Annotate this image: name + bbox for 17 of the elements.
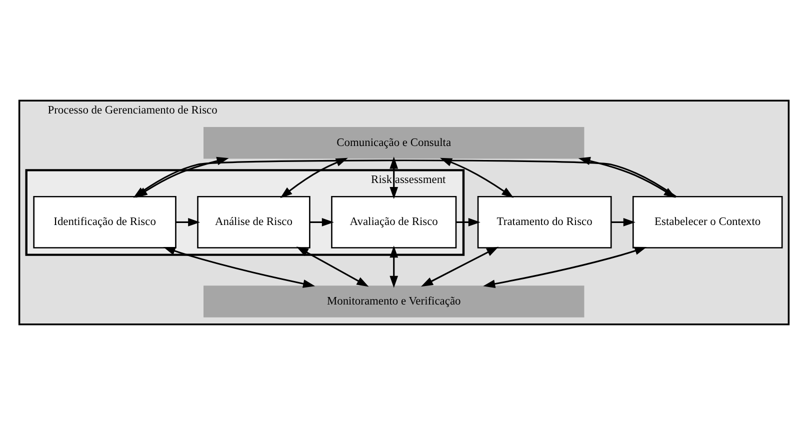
node-box: Estabelecer o Contexto xyxy=(632,195,783,248)
arrow xyxy=(163,246,316,288)
node-box: Monitoramento e Verificação xyxy=(204,285,584,317)
arrow xyxy=(483,246,647,288)
arrow xyxy=(420,246,499,286)
arrow xyxy=(456,218,480,226)
arrow xyxy=(176,218,200,226)
node-box: Avaliação de Risco xyxy=(331,195,457,248)
arrow xyxy=(390,245,398,288)
arrow xyxy=(611,218,636,226)
node-box: Identificação de Risco xyxy=(33,195,176,248)
node-box: Tratamento do Risco xyxy=(477,195,612,248)
node-box: Comunicação e Consulta xyxy=(204,126,584,158)
arrow xyxy=(390,156,398,198)
arrow xyxy=(296,246,369,286)
arrow xyxy=(310,218,334,226)
node-box: Análise de Risco xyxy=(197,195,310,248)
